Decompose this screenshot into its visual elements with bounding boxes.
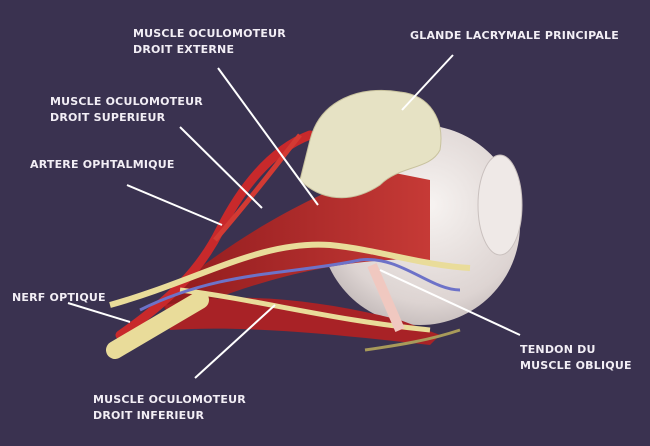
vein-strand	[139, 258, 461, 312]
nerve-strand	[364, 328, 461, 352]
label-line: MUSCLE OCULOMOTEUR	[50, 95, 203, 108]
label-line: GLANDE LACRYMALE PRINCIPALE	[410, 29, 619, 42]
label-line: MUSCLE OBLIQUE	[520, 359, 632, 372]
nerve-strand	[109, 241, 471, 308]
label-line: MUSCLE OCULOMOTEUR	[133, 27, 286, 40]
leader-lines	[67, 54, 521, 379]
label-line: MUSCLE OCULOMOTEUR	[93, 393, 246, 406]
label-droit-inferieur: MUSCLE OCULOMOTEUR DROIT INFERIEUR	[93, 392, 246, 424]
label-line: DROIT EXTERNE	[133, 43, 235, 56]
label-line: DROIT INFERIEUR	[93, 409, 205, 422]
gland-shape	[299, 89, 442, 199]
label-droit-superieur: MUSCLE OCULOMOTEUR DROIT SUPERIEUR	[50, 94, 203, 126]
muscle-droit-inferieur-shape	[165, 297, 440, 345]
artery-shape	[115, 130, 315, 340]
label-droit-externe: MUSCLE OCULOMOTEUR DROIT EXTERNE	[133, 26, 286, 58]
label-nerf-optique: NERF OPTIQUE	[12, 290, 106, 306]
tendon-shape	[367, 263, 405, 332]
label-line: DROIT SUPERIEUR	[50, 111, 166, 124]
optic-nerve-shape	[106, 291, 209, 359]
label-glande-lacrymale: GLANDE LACRYMALE PRINCIPALE	[410, 28, 619, 44]
artery-branch	[213, 133, 302, 242]
label-line: NERF OPTIQUE	[12, 291, 106, 304]
label-line: ARTERE OPHTALMIQUE	[30, 158, 175, 171]
label-tendon: TENDON DU MUSCLE OBLIQUE	[520, 342, 632, 374]
label-line: TENDON DU	[520, 343, 596, 356]
label-artere-ophtalmique: ARTERE OPHTALMIQUE	[30, 157, 175, 173]
